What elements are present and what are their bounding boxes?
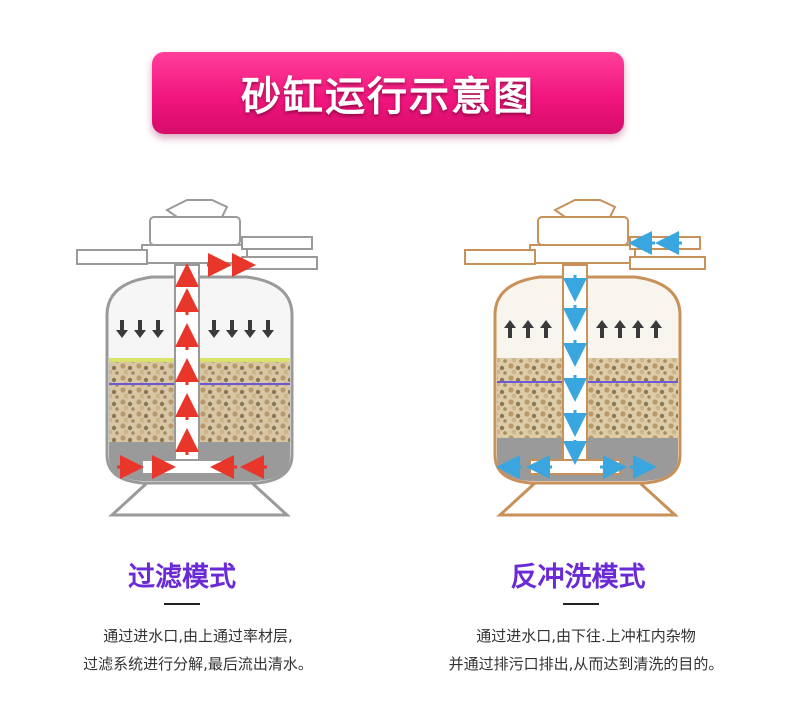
page-title: 砂缸运行示意图: [241, 74, 535, 120]
title-banner: 砂缸运行示意图: [152, 52, 624, 134]
filter-mode-description: 通过进水口,由上通过率材层, 过滤系统进行分解,最后流出清水。: [8, 622, 388, 678]
backwash-desc-line-1: 通过进水口,由下往.上冲杠内杂物: [476, 627, 696, 645]
backwash-mode-title: 反冲洗模式: [510, 562, 646, 593]
backwash-desc-line-2: 并通过排污口排出,从而达到清洗的目的。: [448, 655, 724, 673]
filter-mode-title: 过滤模式: [128, 562, 236, 593]
filter-mode-tank-diagram: [76, 199, 318, 517]
filter-mode-divider: [164, 603, 200, 605]
filter-desc-line-1: 通过进水口,由上通过率材层,: [103, 627, 293, 645]
backwash-mode-tank-diagram: [464, 199, 706, 517]
backwash-mode-divider: [563, 603, 599, 605]
backwash-mode-description: 通过进水口,由下往.上冲杠内杂物 并通过排污口排出,从而达到清洗的目的。: [396, 622, 776, 678]
filter-desc-line-2: 过滤系统进行分解,最后流出清水。: [83, 655, 313, 673]
